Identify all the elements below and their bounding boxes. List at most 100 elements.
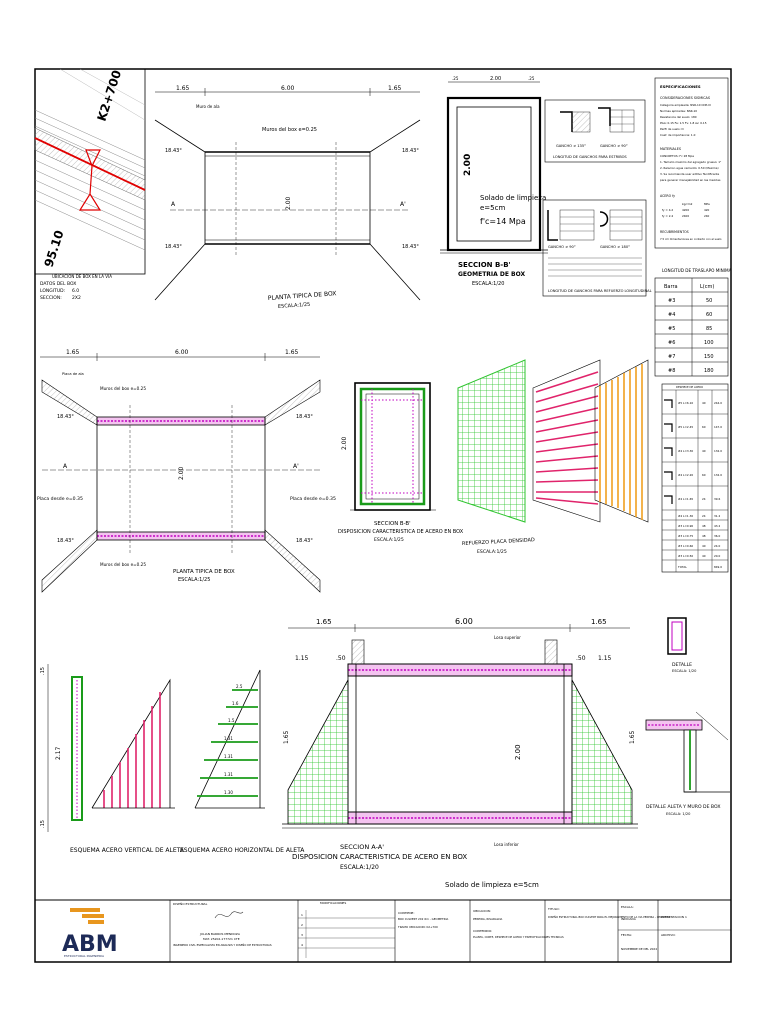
sched-bar-4: #4 L=1.65 bbox=[678, 497, 693, 501]
dim-top-left: .25 bbox=[452, 76, 459, 81]
material-line-4: para generar manejabilidad en las mezcla… bbox=[660, 178, 721, 182]
splice-bar-0: #3 bbox=[668, 298, 675, 304]
sched-w-8: 24.0 bbox=[714, 544, 720, 548]
sched-qty-7: 48 bbox=[702, 534, 706, 538]
dim-left: 1.65 bbox=[176, 85, 190, 92]
section-label: SECCION: bbox=[40, 295, 62, 301]
designer-name: JULIAN BARROS MENDOZA bbox=[199, 932, 241, 936]
specs-line-0: Categoria empleada: NSR-10 CDP-III bbox=[660, 103, 711, 107]
sched-bar-5: #4 L=1.30 bbox=[678, 514, 693, 518]
hook-180: GANCHO ≠ 180° bbox=[600, 245, 630, 249]
title-label: TITULO: bbox=[547, 907, 560, 911]
steel-label-top: Muros del box e=0.25 bbox=[100, 386, 146, 391]
location-map: K2+700 95.10 bbox=[34, 68, 146, 269]
steel-angle-bl: 18.43° bbox=[57, 538, 74, 544]
steel-label-bottom: Muros del box e=0.25 bbox=[100, 562, 146, 567]
splice-bar-2: #5 bbox=[668, 326, 675, 332]
steel-dim-left: 1.65 bbox=[66, 349, 80, 356]
section-title-2: GEOMETRIA DE BOX bbox=[458, 271, 525, 278]
date-label: FECHA: bbox=[621, 933, 632, 937]
sched-bar-3: #4 L=2.20 bbox=[678, 473, 693, 477]
steel-cut-a2: A' bbox=[293, 463, 299, 470]
sec-a-side-right: 1.65 bbox=[629, 730, 636, 744]
splice-title: LONGITUD DE TRASLAPO MINIMA bbox=[662, 268, 732, 273]
designer-license: MAT. 25202-177721 CTE bbox=[203, 937, 240, 941]
hooks-panel: GANCHO ≠ 135° GANCHO ≠ 90° LONGITUD DE G… bbox=[542, 99, 652, 297]
detail-scale-1: ESCALA: 1/20 bbox=[666, 812, 691, 816]
hook-135: GANCHO ≠ 135° bbox=[556, 144, 586, 148]
material-line-3: 3. Se recomienda usar aditivo fluidifica… bbox=[660, 172, 719, 176]
plan-title: PLANTA TIPICA DE BOX bbox=[268, 290, 337, 302]
schedule-header: DESPIECE DE ACERO bbox=[676, 385, 703, 389]
sched-qty-6: 48 bbox=[702, 524, 706, 528]
steel-r0c1: kg/cm2 bbox=[682, 202, 693, 206]
dim-side: 2.00 bbox=[463, 154, 473, 176]
materials-title: MATERIALES bbox=[660, 147, 681, 151]
steel-cut-a: A bbox=[63, 463, 68, 470]
sched-qty-1: 60 bbox=[702, 425, 706, 429]
wing-vertical: .15 2.17 .15 ESQUEMA ACERO VERTICAL DE A… bbox=[40, 664, 185, 854]
designer-role: INGENIERO CIVIL ESPECIALISTA EN ANALISIS… bbox=[173, 942, 272, 947]
sched-qty-4: 24 bbox=[702, 497, 706, 501]
sched-w-10: 849.0 bbox=[714, 565, 722, 569]
location-value-tb: PEREIRA, RISARALDA bbox=[473, 917, 502, 921]
sec-a-slab-label: Losa superior bbox=[494, 635, 521, 640]
sec-a-scale: ESCALA:1/20 bbox=[340, 864, 379, 871]
specs-line-5: Coef. de importancia: 1.0 bbox=[660, 133, 696, 137]
wing-mesh-horizontal-bars bbox=[535, 371, 599, 505]
sched-w-6: 43.2 bbox=[714, 524, 720, 528]
wall-label: Muros del box e=0.25 bbox=[262, 127, 317, 133]
material-line-2: 2. Relacion agua cemento: 0.50 (Maxima) bbox=[660, 166, 719, 170]
sec-a-dim-left: 1.65 bbox=[316, 618, 332, 626]
logo-sub: ESTRUCTURAL INGENIERIA bbox=[64, 954, 105, 958]
box-data-title: DATOS DEL BOX bbox=[40, 281, 76, 287]
steel-dim-height: 2.00 bbox=[178, 466, 185, 480]
material-line-1: 1. Tamaño maximo del agregado grueso: 1" bbox=[660, 160, 722, 164]
splice-len-1: 60 bbox=[706, 312, 712, 318]
cut-a2: A' bbox=[400, 201, 406, 208]
sec-a-sub-mid-r: .50 bbox=[576, 655, 586, 662]
angle-bl: 18.43° bbox=[165, 244, 182, 250]
wv-bars bbox=[103, 692, 161, 808]
detail-scale-2: ESCALA: 1/20 bbox=[672, 669, 697, 673]
recub-title: RECUBRIMIENTOS bbox=[660, 230, 689, 234]
sched-qty-0: 40 bbox=[702, 401, 706, 405]
dim-top-center: 2.00 bbox=[490, 76, 501, 82]
sched-w-7: 36.0 bbox=[714, 534, 720, 538]
content-label: CONTIENE: bbox=[398, 911, 414, 915]
wh-title: ESQUEMA ACERO HORIZONTAL DE ALETA bbox=[180, 847, 305, 854]
steel-r2c1: 2400 bbox=[682, 214, 689, 218]
steel-angle-tr: 18.43° bbox=[296, 414, 313, 420]
splice-len-5: 180 bbox=[704, 368, 714, 374]
wh-bar-2: 1.5 bbox=[228, 718, 235, 723]
wh-bar-1: 1.6 bbox=[232, 701, 239, 706]
wh-bar-5: 1.31 bbox=[224, 772, 233, 777]
sched-w-5: 31.2 bbox=[714, 514, 720, 518]
file-label: ARCHIVO: bbox=[661, 933, 676, 937]
steel-r1c0: fy = 4.2 bbox=[662, 208, 673, 212]
section-steel: 2.00 SECCION B-B' DISPOSICION CARACTERIS… bbox=[338, 382, 464, 543]
sched-qty-2: 40 bbox=[702, 449, 706, 453]
plan-steel: 1.65 6.00 1.65 2.00 Muros del box e=0.25… bbox=[37, 349, 336, 593]
contains-label: CONTENIDO: bbox=[473, 929, 492, 933]
sched-w-3: 132.0 bbox=[714, 473, 722, 477]
angle-br: 18.43° bbox=[402, 244, 419, 250]
date-value: NOVIEMBRE DE DEL 2024 bbox=[621, 947, 657, 951]
sec-a-bottom-label: Losa inferior bbox=[494, 842, 519, 847]
bar-schedule: DESPIECE DE ACERO #5 L=6.10 40 244.0 #5 … bbox=[661, 383, 729, 573]
length-value: 6.0 bbox=[72, 288, 79, 294]
sched-w-9: 20.0 bbox=[714, 554, 720, 558]
section-steel-dim: 2.00 bbox=[341, 436, 348, 450]
sched-bar-9: #3 L=0.50 bbox=[678, 554, 693, 558]
sched-w-2: 132.0 bbox=[714, 449, 722, 453]
sec-a-title-2: DISPOSICION CARACTERISTICA DE ACERO EN B… bbox=[292, 853, 467, 861]
wing-mesh-title: REFUERZO PLACA DENSIDAD bbox=[462, 537, 535, 547]
splice-len-3: 100 bbox=[704, 340, 714, 346]
wing-mesh-vertical-bars bbox=[599, 364, 643, 520]
scale-label: ESCALA: bbox=[621, 905, 634, 909]
schedule-rows bbox=[662, 389, 728, 561]
hook-caption-2: LONGITUD DE GANCHOS PARA REFUERZO LONGIT… bbox=[548, 289, 652, 293]
sec-a-sub-left: 1.15 bbox=[295, 655, 309, 662]
splice-table: LONGITUD DE TRASLAPO MINIMA Barra L(cm) … bbox=[654, 268, 732, 377]
